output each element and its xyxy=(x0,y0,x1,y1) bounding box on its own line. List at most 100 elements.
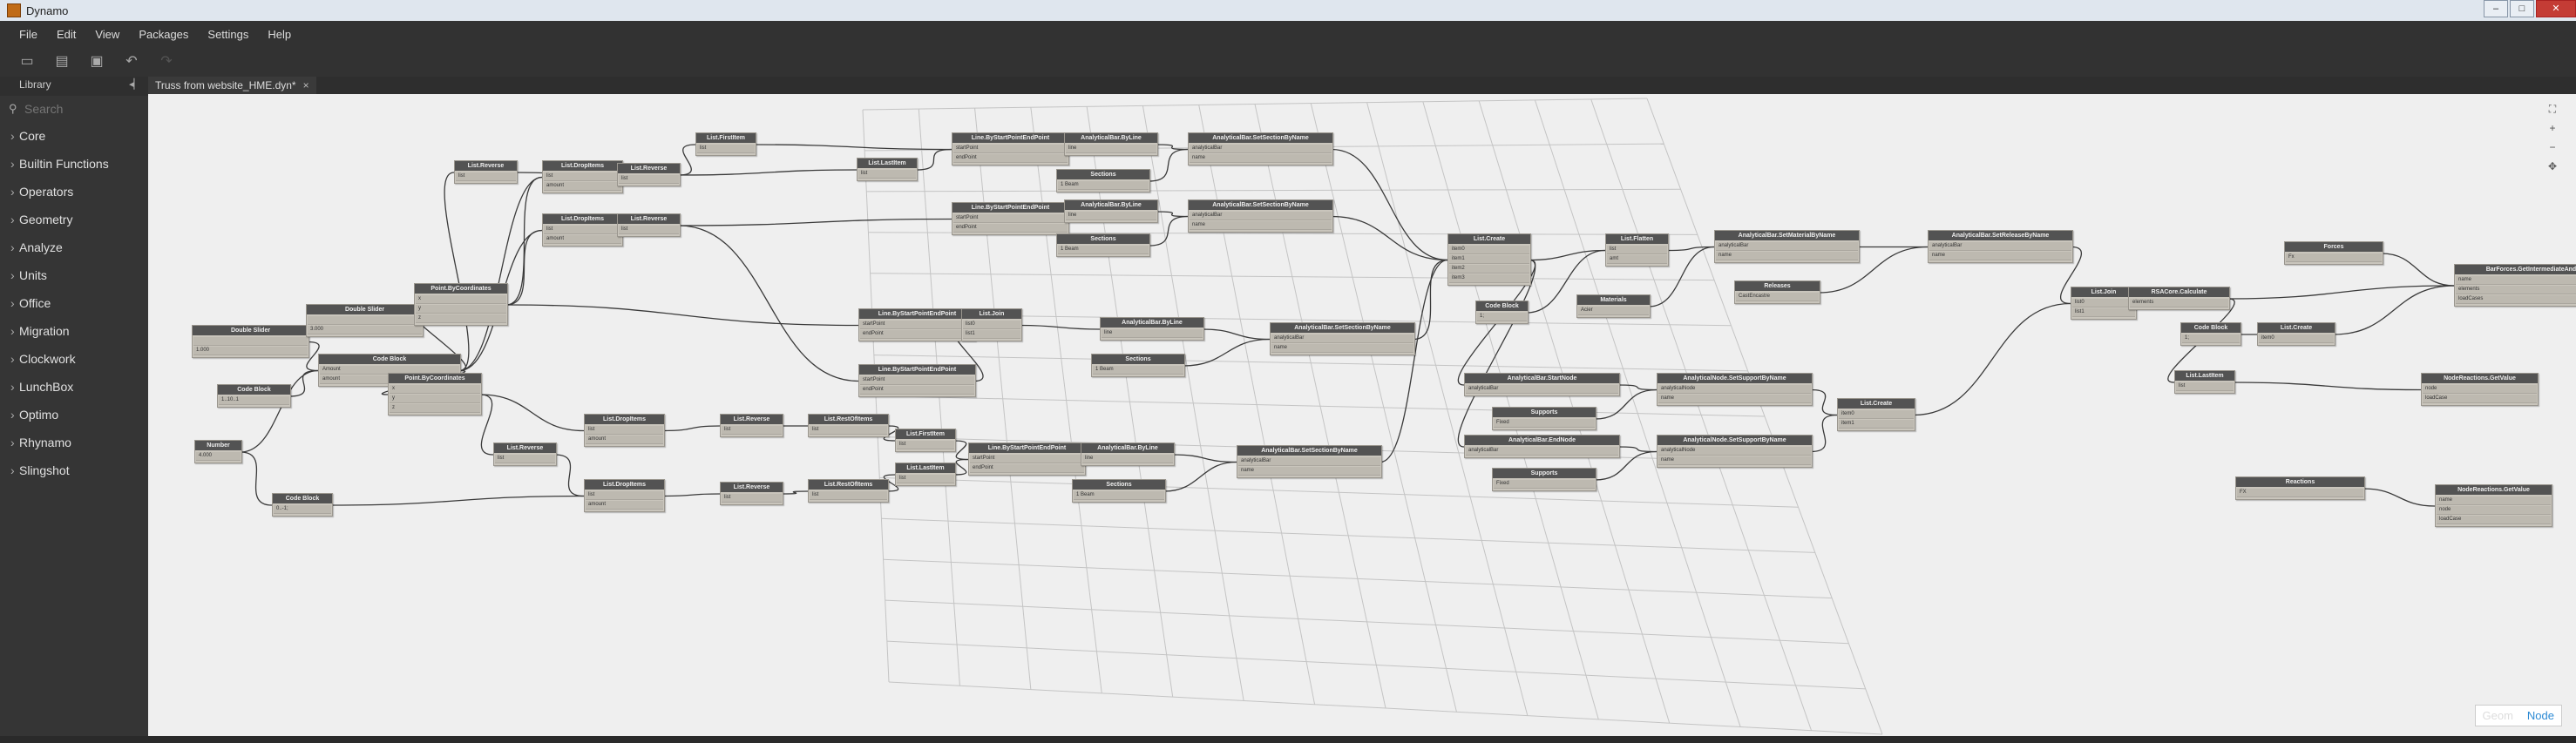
node-port[interactable]: Fx xyxy=(2286,253,2382,262)
undo-icon[interactable]: ↶ xyxy=(125,54,138,69)
library-item-office[interactable]: Office xyxy=(0,289,148,317)
library-item-slingshot[interactable]: Slingshot xyxy=(0,456,148,484)
node-port[interactable]: name xyxy=(1716,252,1858,260)
node-port[interactable]: name xyxy=(2437,496,2551,505)
node-port[interactable]: list1 xyxy=(963,330,1020,339)
node-view-button[interactable]: Node xyxy=(2526,709,2554,722)
minimize-icon[interactable]: – xyxy=(2484,0,2508,17)
node-port[interactable]: Fixed xyxy=(1494,480,1595,489)
node-port[interactable]: 1.000 xyxy=(193,347,308,355)
library-item-units[interactable]: Units xyxy=(0,261,148,289)
node-port[interactable]: list xyxy=(456,172,516,181)
zoom-out-icon[interactable]: − xyxy=(2549,141,2556,153)
node-port[interactable]: list xyxy=(619,226,679,234)
node-port[interactable]: list xyxy=(544,226,621,234)
node-port[interactable]: list xyxy=(810,426,887,435)
node-port[interactable]: list xyxy=(586,426,663,435)
node-port[interactable]: amount xyxy=(586,436,663,444)
node-port[interactable]: name xyxy=(1271,344,1413,353)
library-item-lunchbox[interactable]: LunchBox xyxy=(0,373,148,401)
node-port[interactable]: 1..10..1 xyxy=(219,396,289,405)
node-port[interactable]: item1 xyxy=(1839,420,1914,429)
node-port[interactable]: 4.000 xyxy=(196,452,241,461)
node-port[interactable]: list xyxy=(495,455,555,463)
node-port[interactable]: analyticalBar xyxy=(1190,145,1332,153)
node-port[interactable]: item0 xyxy=(1449,246,1529,254)
new-file-icon[interactable]: ▭ xyxy=(20,54,34,69)
zoom-fit-icon[interactable]: ⛶ xyxy=(2548,103,2557,115)
node-port[interactable]: list xyxy=(619,175,679,184)
node-port[interactable]: startPoint xyxy=(970,455,1084,463)
node-port[interactable]: list xyxy=(858,170,916,179)
node-port[interactable]: list xyxy=(2176,382,2234,391)
node-port[interactable]: startPoint xyxy=(860,321,974,329)
tab-workspace[interactable]: Truss from website_HME.dyn* × xyxy=(148,77,316,94)
geom-view-button[interactable]: Geom xyxy=(2482,709,2513,722)
menu-file[interactable]: File xyxy=(19,27,37,41)
node-port[interactable]: node xyxy=(2423,385,2537,394)
node-port[interactable]: name xyxy=(1929,252,2071,260)
node-port[interactable]: z xyxy=(390,404,480,413)
node-port[interactable]: list xyxy=(897,475,954,483)
node-port[interactable]: loadCase xyxy=(2437,516,2551,524)
save-icon[interactable]: ▣ xyxy=(90,54,104,69)
node-port[interactable]: startPoint xyxy=(860,376,974,385)
close-icon[interactable]: ✕ xyxy=(2536,0,2576,17)
collapse-icon[interactable]: ◂▏ xyxy=(129,79,141,90)
node-port[interactable]: item2 xyxy=(1449,265,1529,274)
zoom-in-icon[interactable]: + xyxy=(2549,122,2556,134)
node-port[interactable]: startPoint xyxy=(953,145,1068,153)
library-item-operators[interactable]: Operators xyxy=(0,178,148,206)
node-port[interactable]: list xyxy=(1607,246,1667,254)
node-port[interactable]: list xyxy=(722,426,782,435)
node-port[interactable]: list0 xyxy=(963,321,1020,329)
library-item-core[interactable]: Core xyxy=(0,122,148,150)
node-port[interactable]: amount xyxy=(544,182,621,191)
node-port[interactable]: list xyxy=(810,491,887,500)
node-port[interactable]: z xyxy=(416,314,506,323)
node-port[interactable]: line xyxy=(1066,212,1156,220)
node-port[interactable]: Acier xyxy=(1578,307,1649,315)
node-port[interactable]: 1 Beam xyxy=(1058,246,1149,254)
node-port[interactable] xyxy=(193,337,308,346)
search-input[interactable] xyxy=(23,101,139,117)
node-port[interactable]: endPoint xyxy=(970,464,1084,473)
node-port[interactable]: name xyxy=(1658,395,1811,403)
